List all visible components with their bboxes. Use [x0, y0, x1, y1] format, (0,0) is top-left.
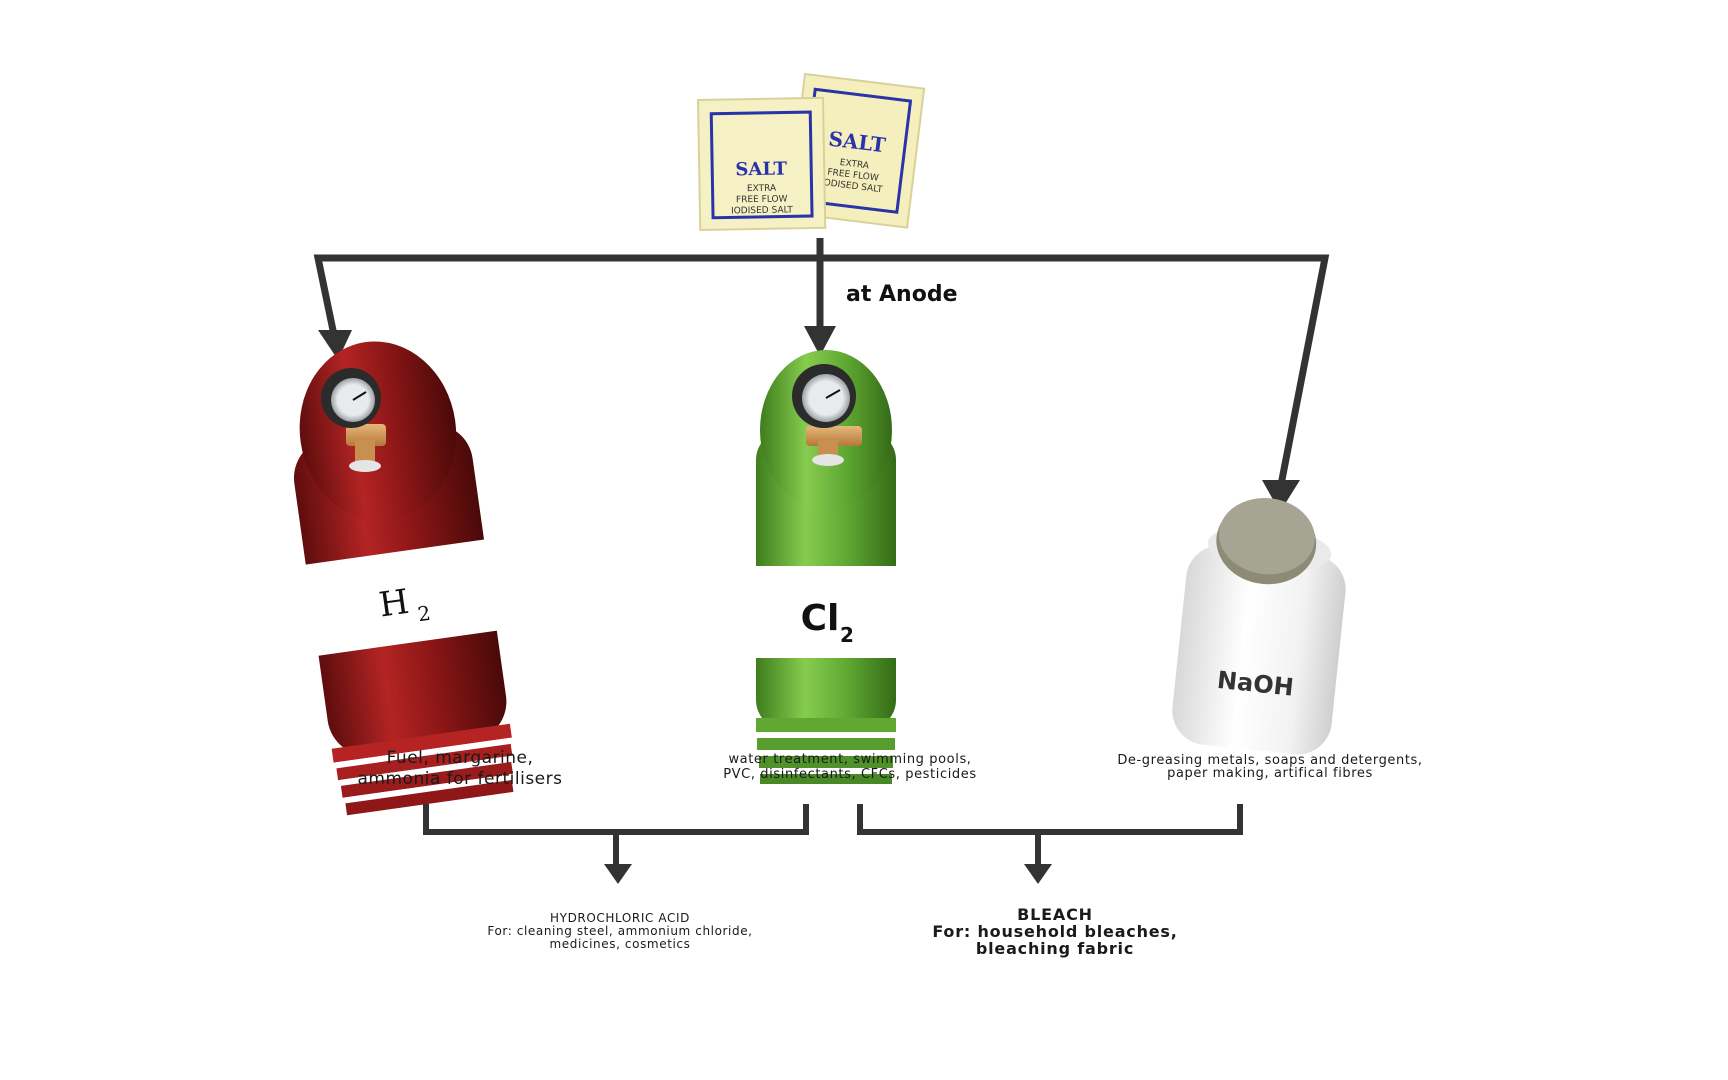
cl2-uses-line: PVC, disinfectants, CFCs, pesticides [723, 767, 977, 782]
top-connectors [313, 238, 1330, 491]
bleach-use-line: For: household bleaches, [932, 922, 1178, 941]
hcl-block: HYDROCHLORIC ACID For: cleaning steel, a… [410, 912, 830, 951]
cl2-symbol: Cl [801, 598, 840, 639]
arrowhead-bleach [1024, 864, 1052, 884]
connector-to-h2 [313, 254, 820, 341]
bleach-title: BLEACH [1017, 905, 1093, 924]
naoh-uses-line: De-greasing metals, soaps and detergents… [1117, 753, 1423, 768]
hcl-use-line: medicines, cosmetics [549, 937, 691, 951]
connector-bleach [857, 804, 1243, 835]
arrowhead-cl2 [804, 326, 836, 356]
connector-hcl [423, 804, 809, 835]
cl2-valve [792, 364, 862, 466]
salt-pack-back-line1: EXTRA [839, 158, 870, 172]
connector-to-naoh [820, 254, 1330, 491]
arrowhead-h2 [318, 330, 352, 360]
salt-pack-front-line2: FREE FLOW [736, 194, 788, 205]
arrowhead-naoh [1262, 480, 1300, 512]
h2-symbol: H [377, 582, 412, 626]
salt-packs: SALT EXTRA FREE FLOW IODISED SALT SALT E… [696, 72, 926, 231]
cl2-subscript: 2 [840, 623, 854, 647]
salt-pack-front: SALT EXTRA FREE FLOW IODISED SALT [696, 96, 827, 231]
h2-subscript: 2 [416, 601, 432, 627]
naoh-bottle: NaOH [1172, 498, 1346, 755]
h2-valve [321, 368, 386, 472]
hcl-use-line: For: cleaning steel, ammonium chloride, [487, 924, 753, 938]
salt-pack-front-line3: IODISED SALT [731, 205, 793, 216]
naoh-uses-line: paper making, artifical fibres [1167, 766, 1373, 781]
bottom-arrowheads [604, 864, 1052, 884]
bottom-connectors [423, 804, 1243, 868]
h2-uses: Fuel, margarine, ammonia for fertilisers [250, 748, 670, 790]
h2-cylinder: H 2 [293, 341, 514, 816]
hcl-title: HYDROCHLORIC ACID [550, 911, 690, 925]
cl2-uses: water treatment, swimming pools, PVC, di… [640, 752, 1060, 782]
salt-pack-front-line1: EXTRA [747, 184, 777, 195]
arrowhead-hcl [604, 864, 632, 884]
salt-pack-front-brand: SALT [735, 158, 788, 180]
anode-label: at Anode [846, 282, 958, 307]
bleach-use-line: bleaching fabric [975, 939, 1135, 958]
h2-uses-line: ammonia for fertilisers [357, 769, 563, 789]
bleach-block: BLEACH For: household bleaches, bleachin… [860, 906, 1250, 957]
naoh-uses: De-greasing metals, soaps and detergents… [1050, 754, 1490, 780]
top-arrowheads [318, 326, 1300, 512]
h2-uses-line: Fuel, margarine, [386, 748, 534, 768]
cl2-uses-line: water treatment, swimming pools, [728, 752, 972, 767]
